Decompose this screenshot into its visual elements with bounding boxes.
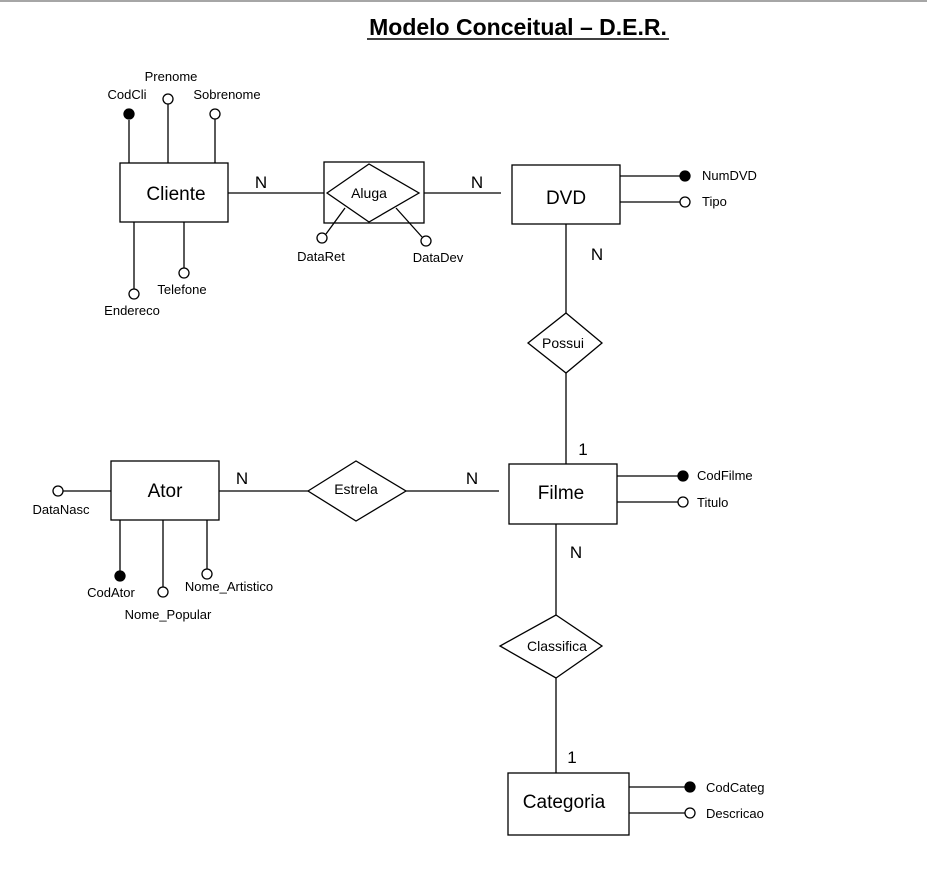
entity-cliente: Cliente	[119, 162, 229, 223]
attr-prenome-dot	[162, 93, 174, 105]
card-classifica-categoria: 1	[567, 748, 576, 767]
attr-nome-popular: Nome_Popular	[125, 520, 212, 622]
attr-sobrenome-label: Sobrenome	[193, 87, 260, 102]
attr-descricao-dot	[684, 807, 696, 819]
card-estrela-filme: N	[466, 469, 478, 488]
attr-dataret-line	[325, 207, 346, 235]
attr-tipo-dot	[679, 196, 691, 208]
attr-endereco: Endereco	[104, 222, 160, 318]
attr-titulo: Titulo	[617, 495, 728, 510]
attr-codfilme-label: CodFilme	[697, 468, 753, 483]
attr-nome-popular-dot	[157, 586, 169, 598]
entity-filme-box	[508, 463, 618, 525]
diagram-title: Modelo Conceitual – D.E.R.	[369, 14, 667, 40]
entity-filme-label: Filme	[538, 483, 584, 504]
entity-cliente-label: Cliente	[146, 184, 205, 205]
entity-ator-label: Ator	[148, 481, 184, 502]
attr-titulo-label: Titulo	[697, 495, 728, 510]
attr-datanasc-dot	[52, 485, 64, 497]
relationship-estrela-label: Estrela	[334, 481, 378, 497]
attr-datadev: DataDev	[395, 207, 464, 265]
entity-categoria-label: Categoria	[523, 792, 606, 813]
entity-categoria: Categoria	[507, 772, 630, 836]
relationship-possui-label: Possui	[542, 335, 584, 351]
attr-nome-artistico-label: Nome_Artistico	[185, 579, 273, 594]
attr-telefone-dot	[178, 267, 190, 279]
attr-nome-popular-label: Nome_Popular	[125, 607, 212, 622]
attr-nome-artistico: Nome_Artistico	[185, 520, 273, 594]
attr-datanasc-label: DataNasc	[32, 502, 90, 517]
attr-dataret-label: DataRet	[297, 249, 345, 264]
attr-codator-label: CodAtor	[87, 585, 135, 600]
attr-endereco-dot	[128, 288, 140, 300]
attr-numdvd-key-dot	[679, 170, 691, 182]
entity-dvd-label: DVD	[546, 188, 586, 209]
card-filme-classifica: N	[570, 543, 582, 562]
attr-tipo-label: Tipo	[702, 194, 727, 209]
attr-datadev-line	[395, 207, 423, 238]
card-dvd-possui: N	[591, 245, 603, 264]
entity-dvd-box	[511, 164, 621, 225]
relationship-aluga: Aluga	[323, 161, 425, 224]
attr-datadev-dot	[420, 235, 432, 247]
attr-codcli-label: CodCli	[107, 87, 146, 102]
attr-codfilme-key-dot	[677, 470, 689, 482]
card-cliente-aluga: N	[255, 173, 267, 192]
attr-codfilme: CodFilme	[617, 468, 753, 483]
attr-datadev-label: DataDev	[413, 250, 464, 265]
entity-cliente-box	[119, 162, 229, 223]
attr-codcli: CodCli	[107, 87, 147, 163]
attr-numdvd: NumDVD	[620, 168, 757, 183]
card-aluga-dvd: N	[471, 173, 483, 192]
relationship-classifica-label: Classifica	[527, 638, 587, 654]
attr-tipo: Tipo	[620, 194, 727, 209]
attr-sobrenome: Sobrenome	[193, 87, 261, 163]
attr-codator: CodAtor	[87, 520, 136, 600]
relationship-classifica: Classifica	[498, 614, 604, 679]
card-ator-estrela: N	[236, 469, 248, 488]
attr-numdvd-label: NumDVD	[702, 168, 757, 183]
entity-ator: Ator	[110, 460, 220, 521]
relationship-aluga-label: Aluga	[351, 185, 387, 201]
entity-filme: Filme	[508, 463, 618, 525]
relationship-aluga-diamond	[325, 163, 421, 223]
attr-codator-key-dot	[114, 570, 126, 582]
relationship-estrela: Estrela	[306, 460, 408, 522]
attr-prenome-label: Prenome	[145, 69, 198, 84]
attr-dataret: DataRet	[297, 207, 346, 264]
attr-descricao-label: Descricao	[706, 806, 764, 821]
attr-telefone-label: Telefone	[157, 282, 206, 297]
attr-prenome: Prenome	[145, 69, 198, 163]
entity-categoria-box	[507, 772, 630, 836]
entity-dvd: DVD	[511, 164, 621, 225]
attr-codcateg-key-dot	[684, 781, 696, 793]
attr-codcateg-label: CodCateg	[706, 780, 765, 795]
attr-descricao: Descricao	[629, 806, 764, 821]
attr-dataret-dot	[316, 232, 328, 244]
attr-endereco-label: Endereco	[104, 303, 160, 318]
attr-nome-artistico-dot	[201, 568, 213, 580]
attr-telefone: Telefone	[157, 222, 207, 297]
relationship-possui: Possui	[526, 312, 604, 374]
attr-datanasc: DataNasc	[32, 485, 111, 517]
attr-titulo-dot	[677, 496, 689, 508]
attr-sobrenome-dot	[209, 108, 221, 120]
attr-codcli-key-dot	[123, 108, 135, 120]
card-possui-filme: 1	[578, 440, 587, 459]
attr-codcateg: CodCateg	[629, 780, 765, 795]
